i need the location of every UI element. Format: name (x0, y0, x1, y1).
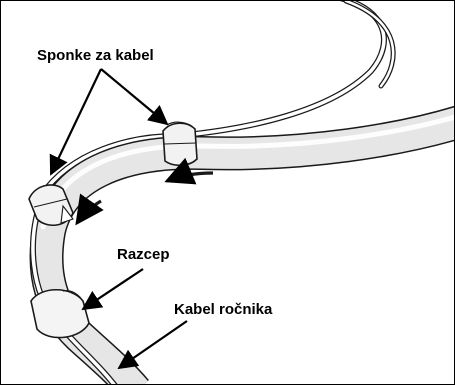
push-arrow-icon (167, 173, 213, 181)
cable-clip-icon (163, 122, 197, 165)
split-connector (31, 290, 89, 338)
label-handset-cable: Kabel ročnika (174, 302, 272, 317)
label-split: Razcep (117, 247, 170, 262)
leader-cable (119, 321, 187, 368)
label-cable-clips: Sponke za kabel (37, 48, 154, 63)
hose (43, 113, 454, 384)
leader-split (83, 269, 143, 309)
leader-clips-right (101, 69, 167, 124)
